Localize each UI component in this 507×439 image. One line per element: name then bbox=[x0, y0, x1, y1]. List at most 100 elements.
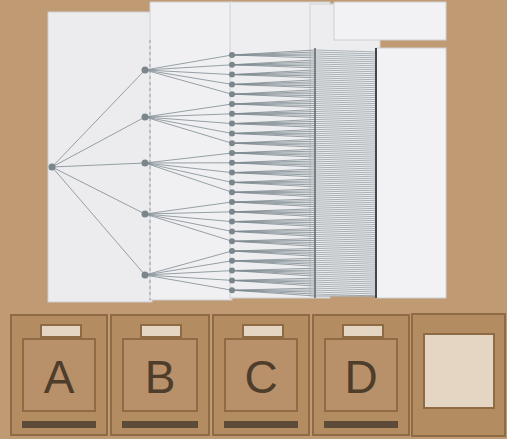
stencil-frame: A bbox=[10, 314, 108, 436]
leaf-line bbox=[315, 72, 376, 74]
leaf-line bbox=[315, 292, 376, 294]
frame-stripe bbox=[22, 421, 96, 428]
branch-line bbox=[232, 124, 315, 128]
tree-dot bbox=[142, 67, 149, 74]
branch-line bbox=[232, 219, 315, 222]
tree-dot bbox=[49, 164, 56, 171]
leaf-line bbox=[315, 185, 376, 187]
branch-line bbox=[232, 141, 315, 143]
branch-line bbox=[232, 102, 315, 104]
leaf-line bbox=[315, 240, 376, 242]
branch-line bbox=[232, 114, 315, 118]
leaf-line bbox=[315, 209, 376, 211]
leaf-line bbox=[315, 143, 376, 145]
leaf-line bbox=[315, 213, 376, 215]
leaf-line bbox=[315, 86, 376, 88]
branch-line bbox=[145, 70, 232, 94]
tree-dot bbox=[229, 189, 235, 195]
leaf-line bbox=[315, 159, 376, 161]
tree-dot bbox=[229, 121, 235, 127]
branch-line bbox=[145, 163, 232, 192]
stencil-frame: D bbox=[312, 314, 410, 436]
leaf-line bbox=[315, 179, 376, 181]
branch-line bbox=[145, 163, 232, 182]
leaf-line bbox=[315, 197, 376, 199]
branch-line bbox=[145, 212, 232, 214]
leaf-line bbox=[315, 238, 376, 240]
leaf-line bbox=[315, 274, 376, 276]
frame-stripe bbox=[324, 421, 398, 428]
leaf-line bbox=[315, 94, 376, 96]
leaf-line bbox=[315, 121, 376, 123]
frame-stripe bbox=[122, 421, 198, 428]
branch-line bbox=[232, 65, 315, 68]
branch-line bbox=[232, 199, 315, 202]
branch-line bbox=[232, 258, 315, 260]
leaf-line bbox=[315, 215, 376, 217]
branch-line bbox=[145, 261, 232, 275]
branch-line bbox=[145, 114, 232, 117]
branch-line bbox=[145, 117, 232, 133]
leaf-line bbox=[315, 280, 376, 282]
branch-line bbox=[232, 179, 315, 182]
branch-line bbox=[52, 167, 145, 275]
branch-line bbox=[232, 211, 315, 212]
leaf-line bbox=[315, 203, 376, 205]
leaf-line bbox=[315, 54, 376, 56]
tree-dot bbox=[229, 248, 235, 254]
stencil-frame: B bbox=[110, 314, 210, 436]
branch-line bbox=[145, 117, 232, 124]
frame-slot bbox=[40, 324, 82, 338]
branch-line bbox=[232, 192, 315, 197]
leaf-line bbox=[315, 108, 376, 110]
branch-line bbox=[232, 229, 315, 232]
branch-line bbox=[232, 112, 315, 114]
leaf-line bbox=[315, 84, 376, 86]
leaf-line bbox=[315, 76, 376, 78]
branch-line bbox=[232, 82, 315, 85]
leaf-line bbox=[315, 151, 376, 153]
leaf-line bbox=[315, 175, 376, 177]
tree-dot bbox=[229, 238, 235, 244]
paper-sheets bbox=[48, 2, 446, 302]
branch-line bbox=[232, 151, 315, 153]
leaf-line bbox=[315, 115, 376, 117]
branch-line bbox=[232, 62, 315, 65]
leaf-line bbox=[315, 147, 376, 149]
leaf-line bbox=[315, 102, 376, 104]
leaf-line bbox=[315, 173, 376, 175]
leaf-line bbox=[315, 100, 376, 102]
leaf-line bbox=[315, 195, 376, 197]
leaf-line bbox=[315, 205, 376, 207]
leaf-line bbox=[315, 233, 376, 235]
branch-line bbox=[232, 55, 315, 58]
branch-line bbox=[232, 129, 315, 133]
branch-line bbox=[145, 117, 232, 143]
tree-dot bbox=[229, 179, 235, 185]
branch-line bbox=[145, 202, 232, 214]
leaf-line bbox=[315, 167, 376, 169]
tree-dot bbox=[229, 111, 235, 117]
leaf-line bbox=[315, 235, 376, 237]
leaf-line bbox=[315, 129, 376, 131]
branch-line bbox=[232, 159, 315, 163]
branch-line bbox=[52, 70, 145, 167]
tree-dot bbox=[229, 170, 235, 176]
leaf-line bbox=[315, 98, 376, 100]
branch-line bbox=[232, 131, 315, 133]
branch-line bbox=[145, 104, 232, 117]
leaf-line bbox=[315, 88, 376, 90]
branch-line bbox=[52, 117, 145, 167]
leaf-line bbox=[315, 284, 376, 286]
branch-line bbox=[145, 271, 232, 275]
leaf-line bbox=[315, 112, 376, 114]
leaf-line bbox=[315, 187, 376, 189]
leaf-line bbox=[315, 171, 376, 173]
leaf-line bbox=[315, 262, 376, 264]
leaf-line bbox=[315, 290, 376, 292]
leaf-line bbox=[315, 201, 376, 203]
leaf-line bbox=[315, 58, 376, 60]
leaf-line bbox=[315, 223, 376, 225]
branch-line bbox=[232, 143, 315, 147]
leaf-line bbox=[315, 104, 376, 106]
